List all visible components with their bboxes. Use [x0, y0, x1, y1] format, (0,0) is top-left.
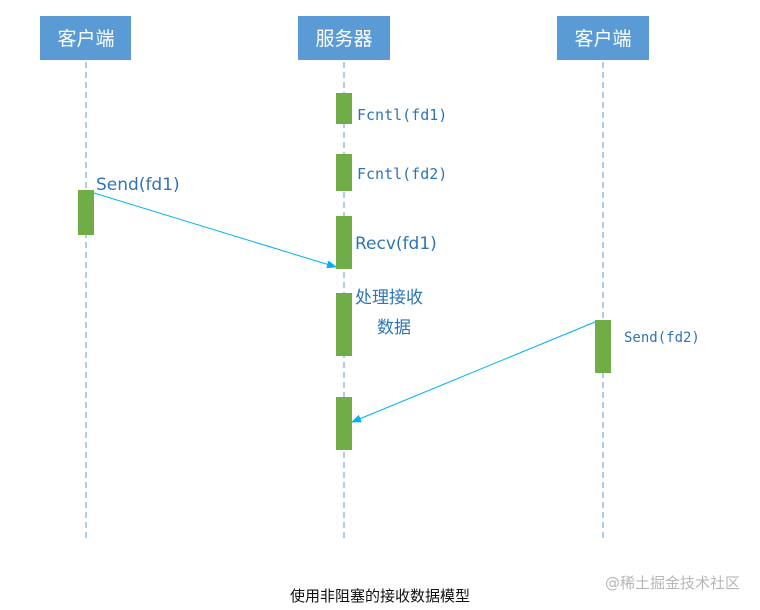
activation-bar-process — [336, 293, 352, 356]
message-send-fd1 — [93, 192, 337, 269]
participant-box — [40, 16, 131, 60]
participant-box — [557, 16, 649, 60]
label-process-line2: 数据 — [377, 318, 411, 338]
participant-server: 服务器 — [298, 16, 390, 60]
label-process-line1: 处理接收 — [355, 288, 423, 308]
participant-client-left: 客户端 — [40, 16, 131, 60]
watermark: @稀土掘金技术社区 — [604, 574, 740, 592]
label-fcntl-fd1: Fcntl(fd1) — [357, 106, 447, 124]
label-recv-fd1: Recv(fd1) — [355, 234, 437, 254]
activation-bar-fcntl1 — [336, 93, 352, 124]
label-send-fd1: Send(fd1) — [96, 175, 180, 195]
label-fcntl-fd2: Fcntl(fd2) — [357, 165, 447, 183]
activation-bar-fcntl2 — [336, 154, 352, 191]
participant-box — [298, 16, 390, 60]
label-send-fd2: Send(fd2) — [624, 330, 700, 346]
participant-label: 服务器 — [315, 28, 372, 50]
message-send-fd2 — [351, 321, 596, 423]
activation-bar-client-send2 — [595, 320, 611, 373]
figure-caption: 使用非阻塞的接收数据模型 — [289, 587, 470, 605]
participant-label: 客户端 — [574, 28, 631, 50]
activation-bar-client-send — [78, 190, 94, 235]
activation-bar-receive2 — [336, 397, 352, 450]
participant-label: 客户端 — [57, 28, 114, 50]
participant-client-right: 客户端 — [557, 16, 649, 60]
activation-bar-recv — [336, 216, 352, 269]
